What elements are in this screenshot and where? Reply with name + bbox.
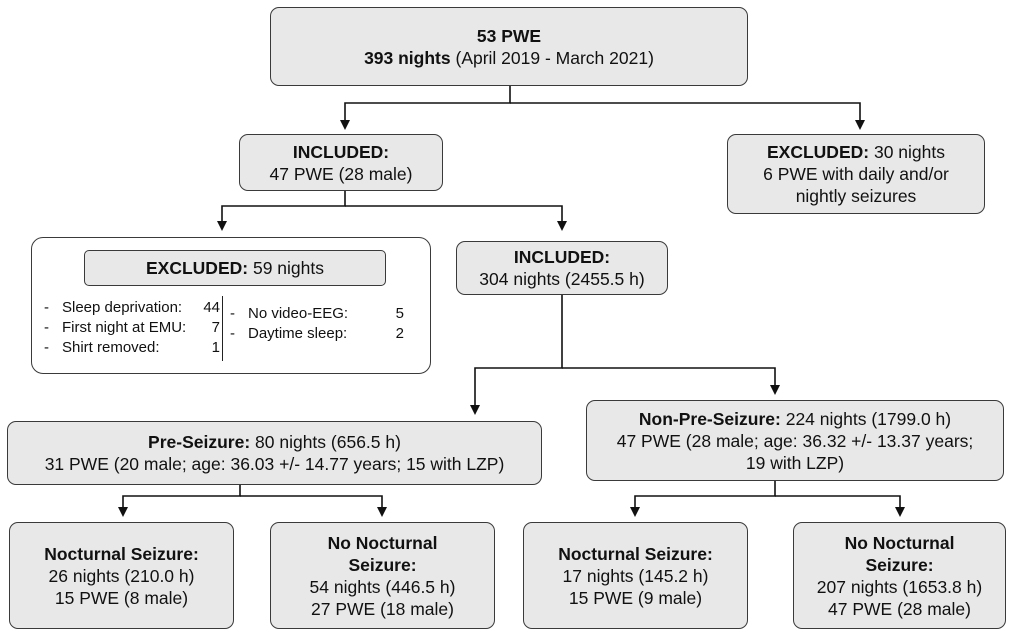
pre-seizure-nights: 80 nights (656.5 h) (250, 432, 401, 452)
connector-top-split (340, 85, 511, 130)
excluded-seizures-box: EXCLUDED: 30 nights 6 PWE with daily and… (727, 134, 985, 214)
excluded-seizures-line3: nightly seizures (795, 186, 917, 206)
pre-seizure-pwe: 31 PWE (20 male; age: 36.03 +/- 14.77 ye… (44, 454, 505, 474)
non-pre-seizure-title: Non-Pre-Seizure: (638, 408, 781, 429)
connector-nonpre-no (775, 495, 905, 517)
included-nights-count: 304 nights (2455.5 h) (479, 269, 645, 289)
pre-nocturnal-title: Nocturnal Seizure: (44, 543, 199, 564)
excluded-seizures-title: EXCLUDED: (767, 142, 870, 162)
non-nocturnal-title: Nocturnal Seizure: (558, 543, 713, 564)
pre-no-nocturnal-box: No Nocturnal Seizure: 54 nights (446.5 h… (270, 522, 495, 629)
excluded-reason-row: -No video-EEG:5 (230, 305, 404, 322)
non-nocturnal-pwe: 15 PWE (9 male) (568, 587, 703, 608)
pre-nocturnal-pwe: 15 PWE (8 male) (54, 587, 189, 608)
non-pre-seizure-lzp: 19 with LZP) (745, 452, 845, 473)
excluded-nights-title-box: EXCLUDED: 59 nights (84, 250, 386, 286)
connector-top-excluded (510, 102, 865, 130)
excluded-reasons-left: -Sleep deprivation:44 -First night at EM… (44, 298, 220, 358)
total-pwe: 53 PWE (476, 25, 542, 46)
non-nocturnal-box: Nocturnal Seizure: 17 nights (145.2 h) 1… (523, 522, 748, 629)
non-no-nocturnal-pwe: 47 PWE (28 male) (828, 598, 971, 619)
included-pwe-count: 47 PWE (28 male) (269, 163, 413, 184)
excluded-seizures-line2: 6 PWE with daily and/or (763, 164, 949, 184)
excluded-nights-count: 59 nights (248, 257, 324, 278)
total-period: (April 2019 - March 2021) (450, 47, 654, 68)
non-no-nocturnal-box: No Nocturnal Seizure: 207 nights (1653.8… (793, 522, 1006, 629)
non-no-nocturnal-nights: 207 nights (1653.8 h) (816, 576, 983, 597)
non-pre-seizure-pwe: 47 PWE (28 male; age: 36.32 +/- 13.37 ye… (616, 430, 974, 451)
connector-pre-no (240, 495, 387, 517)
pre-nocturnal-nights: 26 nights (210.0 h) (48, 565, 195, 586)
excluded-reasons-right: -No video-EEG:5 -Daytime sleep:2 (230, 304, 404, 344)
non-no-nocturnal-title1: No Nocturnal (844, 532, 955, 553)
excluded-seizures-nights: 30 nights (869, 142, 945, 162)
excluded-nights-title: EXCLUDED: (146, 257, 249, 278)
connector-included2-nonpre (562, 367, 780, 395)
connector-included-split (217, 190, 346, 231)
pre-no-nocturnal-title1: No Nocturnal (327, 532, 438, 553)
pre-nocturnal-box: Nocturnal Seizure: 26 nights (210.0 h) 1… (9, 522, 234, 629)
included-nights-box: INCLUDED: 304 nights (2455.5 h) (456, 241, 668, 295)
included-nights-title: INCLUDED: (513, 247, 611, 267)
excluded-reason-row: -Daytime sleep:2 (230, 325, 404, 342)
pre-seizure-title: Pre-Seizure: (148, 432, 251, 452)
non-nocturnal-nights: 17 nights (145.2 h) (562, 565, 709, 586)
non-no-nocturnal-title2: Seizure: (865, 554, 934, 575)
non-pre-seizure-nights: 224 nights (1799.0 h) (780, 408, 952, 429)
connector-nonpre-split (630, 480, 776, 517)
included-pwe-box: INCLUDED: 47 PWE (28 male) (239, 134, 443, 191)
excluded-reason-row: -Sleep deprivation:44 (44, 299, 220, 316)
total-box: 53 PWE 393 nights (April 2019 - March 20… (270, 7, 748, 86)
non-pre-seizure-box: Non-Pre-Seizure: 224 nights (1799.0 h) 4… (586, 400, 1004, 481)
pre-seizure-box: Pre-Seizure: 80 nights (656.5 h) 31 PWE … (7, 421, 542, 485)
included-pwe-title: INCLUDED: (292, 141, 390, 162)
total-nights: 393 nights (364, 47, 451, 68)
pre-no-nocturnal-pwe: 27 PWE (18 male) (311, 598, 454, 619)
excluded-reason-row: -First night at EMU:7 (44, 319, 220, 336)
connector-included-included2 (345, 205, 567, 231)
pre-no-nocturnal-nights: 54 nights (446.5 h) (309, 576, 456, 597)
excluded-reasons-divider (222, 296, 223, 361)
pre-no-nocturnal-title2: Seizure: (348, 554, 417, 575)
connector-included2-split (470, 294, 563, 415)
connector-pre-split (118, 484, 241, 517)
excluded-reason-row: -Shirt removed:1 (44, 339, 220, 356)
